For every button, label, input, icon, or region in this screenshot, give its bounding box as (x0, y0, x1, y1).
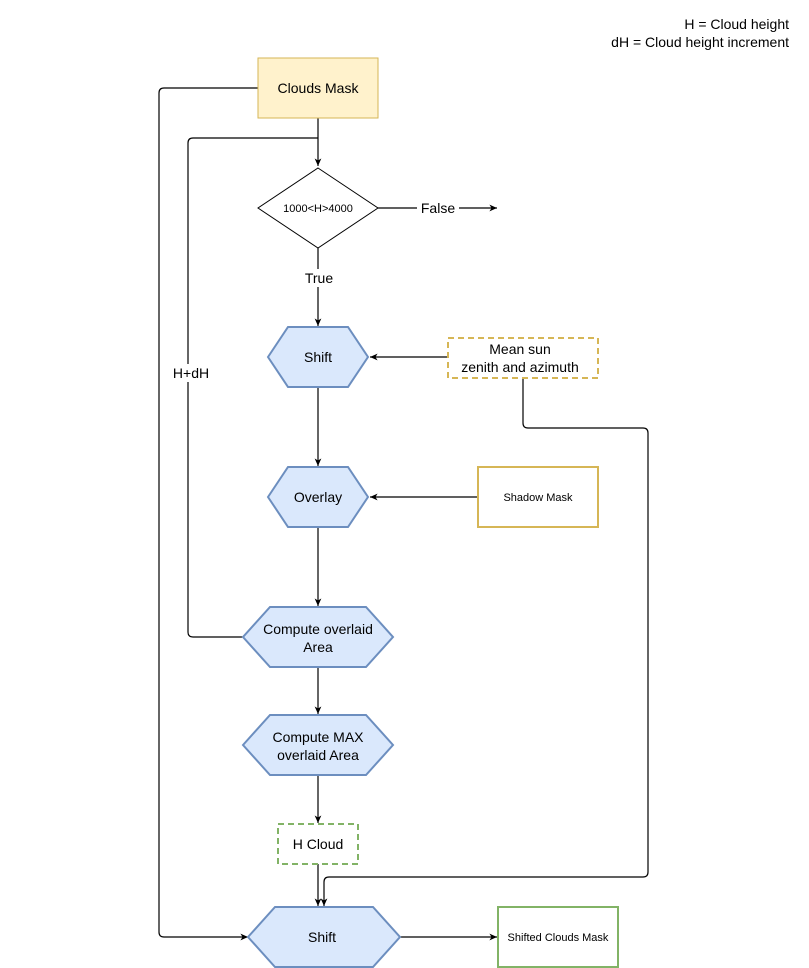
shifted-clouds-mask-node: Shifted Clouds Mask (497, 906, 619, 968)
condition-node: 1000<H>4000 (257, 167, 379, 249)
compute-area-line1: Compute overlaid (263, 621, 373, 637)
edge-labels: False True H+dH (170, 199, 459, 382)
shadow-mask-node: Shadow Mask (477, 466, 599, 528)
clouds-mask-node: Clouds Mask (257, 57, 379, 119)
compute-area-node: Compute overlaid Area (241, 606, 395, 668)
compute-area-line2: Area (303, 639, 333, 655)
final-shift-label: Shift (308, 929, 336, 945)
shift-label: Shift (304, 349, 332, 365)
sun-angles-line1: Mean sun (489, 341, 550, 357)
shifted-clouds-mask-label: Shifted Clouds Mask (508, 932, 609, 944)
false-label: False (421, 200, 455, 216)
compute-max-node: Compute MAX overlaid Area (241, 714, 395, 776)
overlay-node: Overlay (266, 466, 370, 528)
compute-max-line1: Compute MAX (272, 729, 364, 745)
edge-loop-back (187, 137, 318, 638)
h-cloud-node: H Cloud (277, 823, 359, 865)
edge-sun-to-shift2 (320, 378, 649, 906)
sun-angles-node: Mean sun zenith and azimuth (447, 337, 599, 379)
clouds-mask-label: Clouds Mask (278, 80, 360, 96)
legend: H = Cloud height dH = Cloud height incre… (611, 16, 789, 50)
condition-label: 1000<H>4000 (283, 203, 353, 215)
edge-clouds-to-shift2 (158, 87, 258, 941)
final-shift-node: Shift (246, 906, 402, 968)
legend-line-height: H = Cloud height (684, 16, 789, 32)
overlay-label: Overlay (294, 489, 342, 505)
h-cloud-label: H Cloud (293, 836, 344, 852)
true-label: True (305, 270, 333, 286)
shadow-mask-label: Shadow Mask (503, 492, 573, 504)
loop-label: H+dH (173, 365, 209, 381)
shift-node: Shift (266, 326, 370, 388)
edges (158, 87, 649, 941)
legend-line-increment: dH = Cloud height increment (611, 34, 789, 50)
sun-angles-line2: zenith and azimuth (461, 359, 579, 375)
compute-max-line2: overlaid Area (277, 747, 359, 763)
